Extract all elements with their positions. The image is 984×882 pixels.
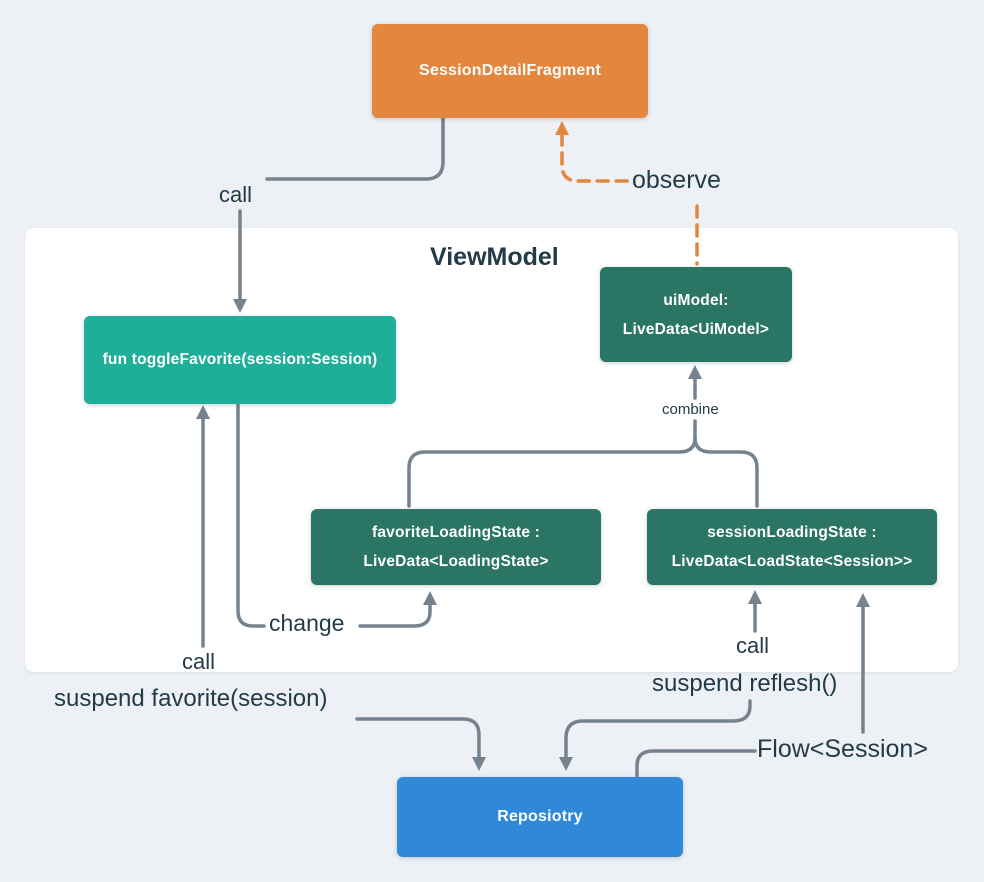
edge-label-flow-session: Flow<Session>: [757, 735, 928, 763]
arrowhead-up-fragment-observe: [555, 121, 569, 135]
edge-combine-fork-left: [407, 436, 697, 508]
node-favorite-loading-state[interactable]: favoriteLoadingState : LiveData<LoadingS…: [311, 509, 601, 585]
edge-togglefavorite-to-change: [236, 402, 266, 628]
node-ui-model[interactable]: uiModel: LiveData<UiModel>: [600, 267, 792, 362]
node-label: fun toggleFavorite(session:Session): [102, 351, 378, 368]
node-label-line1: uiModel:: [663, 291, 729, 309]
edge-suspendfavorite-to-repository: [355, 717, 481, 760]
node-session-detail-fragment[interactable]: SessionDetailFragment: [372, 24, 648, 118]
edge-label-suspend-favorite: suspend favorite(session): [54, 685, 328, 712]
node-toggle-favorite[interactable]: fun toggleFavorite(session:Session): [84, 316, 396, 404]
edge-label-call-top: call: [219, 182, 253, 207]
edge-label-suspend-reflesh: suspend reflesh(): [652, 670, 838, 697]
arrowhead-down-togglefavorite: [233, 299, 247, 313]
node-repository[interactable]: Reposiotry: [397, 777, 683, 857]
node-label-line1: sessionLoadingState :: [707, 524, 877, 541]
edge-label-call-right: call: [736, 633, 770, 658]
edge-suspendreflesh-to-repository: [564, 699, 752, 760]
arrowhead-up-sessionloading-right: [856, 593, 870, 607]
node-label: SessionDetailFragment: [418, 62, 602, 79]
arrowhead-up-sessionloading-left: [748, 590, 762, 604]
edge-change-to-favoriteloading: [358, 602, 432, 628]
edge-combine-fork-right: [693, 436, 759, 508]
edge-label-combine: combine: [662, 401, 719, 418]
edge-label-call-left: call: [182, 649, 216, 674]
edge-label-observe: observe: [632, 166, 721, 194]
node-label-line1: favoriteLoadingState :: [371, 524, 541, 541]
node-label-line2: LiveData<UiModel>: [622, 320, 770, 338]
arrowhead-up-uimodel: [688, 365, 702, 379]
viewmodel-title: ViewModel: [430, 243, 559, 271]
edge-fragment-to-call: [265, 116, 445, 181]
edge-repository-to-flow: [635, 749, 757, 778]
node-session-loading-state[interactable]: sessionLoadingState : LiveData<LoadState…: [647, 509, 937, 585]
node-label: Reposiotry: [497, 808, 583, 825]
arrowhead-down-repo-mid: [559, 757, 573, 771]
node-label-line2: LiveData<LoadState<Session>>: [671, 553, 913, 570]
arrowhead-up-favoriteloading: [423, 591, 437, 605]
viewmodel-container: [25, 228, 958, 672]
arrowhead-down-repo-left: [472, 757, 486, 771]
edge-observe-to-fragment: [560, 132, 630, 183]
arrowhead-up-togglefavorite-bottom: [196, 405, 210, 419]
edge-label-change: change: [269, 610, 345, 636]
node-label-line2: LiveData<LoadingState>: [363, 553, 549, 570]
